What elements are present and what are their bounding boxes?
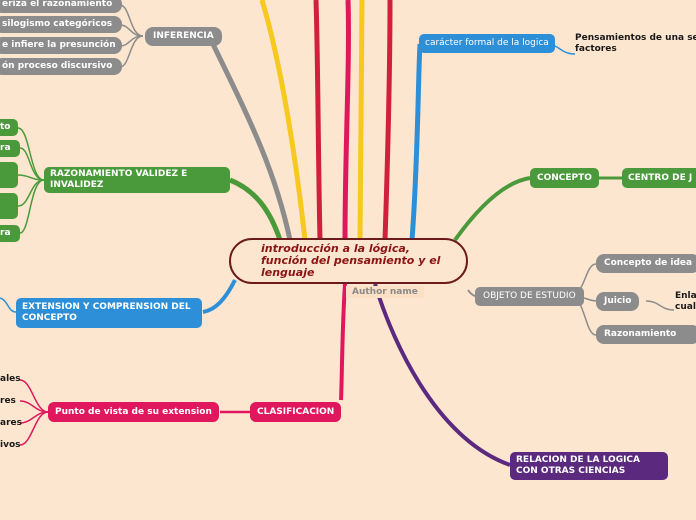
centro-node[interactable]: CENTRO DE J: [622, 168, 696, 188]
clasificacion-node[interactable]: CLASIFICACION: [250, 402, 342, 422]
razonamiento-item[interactable]: ra: [0, 140, 20, 157]
inferencia-item[interactable]: ón proceso discursivo: [0, 58, 122, 75]
razonamiento-node[interactable]: RAZONAMIENTO VALIDEZ E INVALIDEZ: [44, 167, 230, 193]
caracter-formal-node[interactable]: carácter formal de la logica: [419, 34, 555, 53]
razonamiento-item[interactable]: to: [0, 119, 18, 136]
author-name: Author name: [346, 286, 424, 298]
razonamiento-item[interactable]: [0, 162, 18, 188]
objeto-item-concepto-idea[interactable]: Concepto de idea: [596, 254, 696, 273]
central-topic-title: introducción a la lógica, función del pe…: [261, 242, 441, 279]
caracter-note[interactable]: Pensamientos de una se factores: [575, 33, 696, 54]
razonamiento-item[interactable]: [0, 193, 18, 219]
extension-node[interactable]: EXTENSION Y COMPRENSION DEL CONCEPTO: [16, 298, 202, 328]
objeto-estudio-node[interactable]: OBJETO DE ESTUDIO: [475, 287, 584, 306]
central-topic[interactable]: introducción a la lógica, función del pe…: [229, 238, 468, 284]
inferencia-node[interactable]: INFERENCIA: [145, 27, 222, 46]
clasificacion-item[interactable]: ivos: [0, 440, 21, 450]
inferencia-item[interactable]: eriza el razonamiento: [0, 0, 122, 13]
relacion-node[interactable]: RELACION DE LA LOGICA CON OTRAS CIENCIAS: [510, 452, 668, 480]
objeto-item-juicio[interactable]: Juicio: [596, 292, 640, 311]
clasificacion-item[interactable]: ares: [0, 418, 22, 428]
clasificacion-item[interactable]: ales: [0, 374, 21, 384]
inferencia-item[interactable]: silogismo categóricos: [0, 16, 122, 33]
objeto-item-razonamiento[interactable]: Razonamiento: [596, 325, 696, 344]
punto-de-vista-node[interactable]: Punto de vista de su extension: [48, 402, 219, 422]
clasificacion-item[interactable]: res: [0, 396, 16, 406]
razonamiento-item[interactable]: ra: [0, 225, 20, 242]
concepto-node[interactable]: CONCEPTO: [530, 168, 599, 188]
inferencia-item[interactable]: e infiere la presunción: [0, 37, 122, 54]
juicio-note[interactable]: Enla cual: [675, 291, 696, 312]
